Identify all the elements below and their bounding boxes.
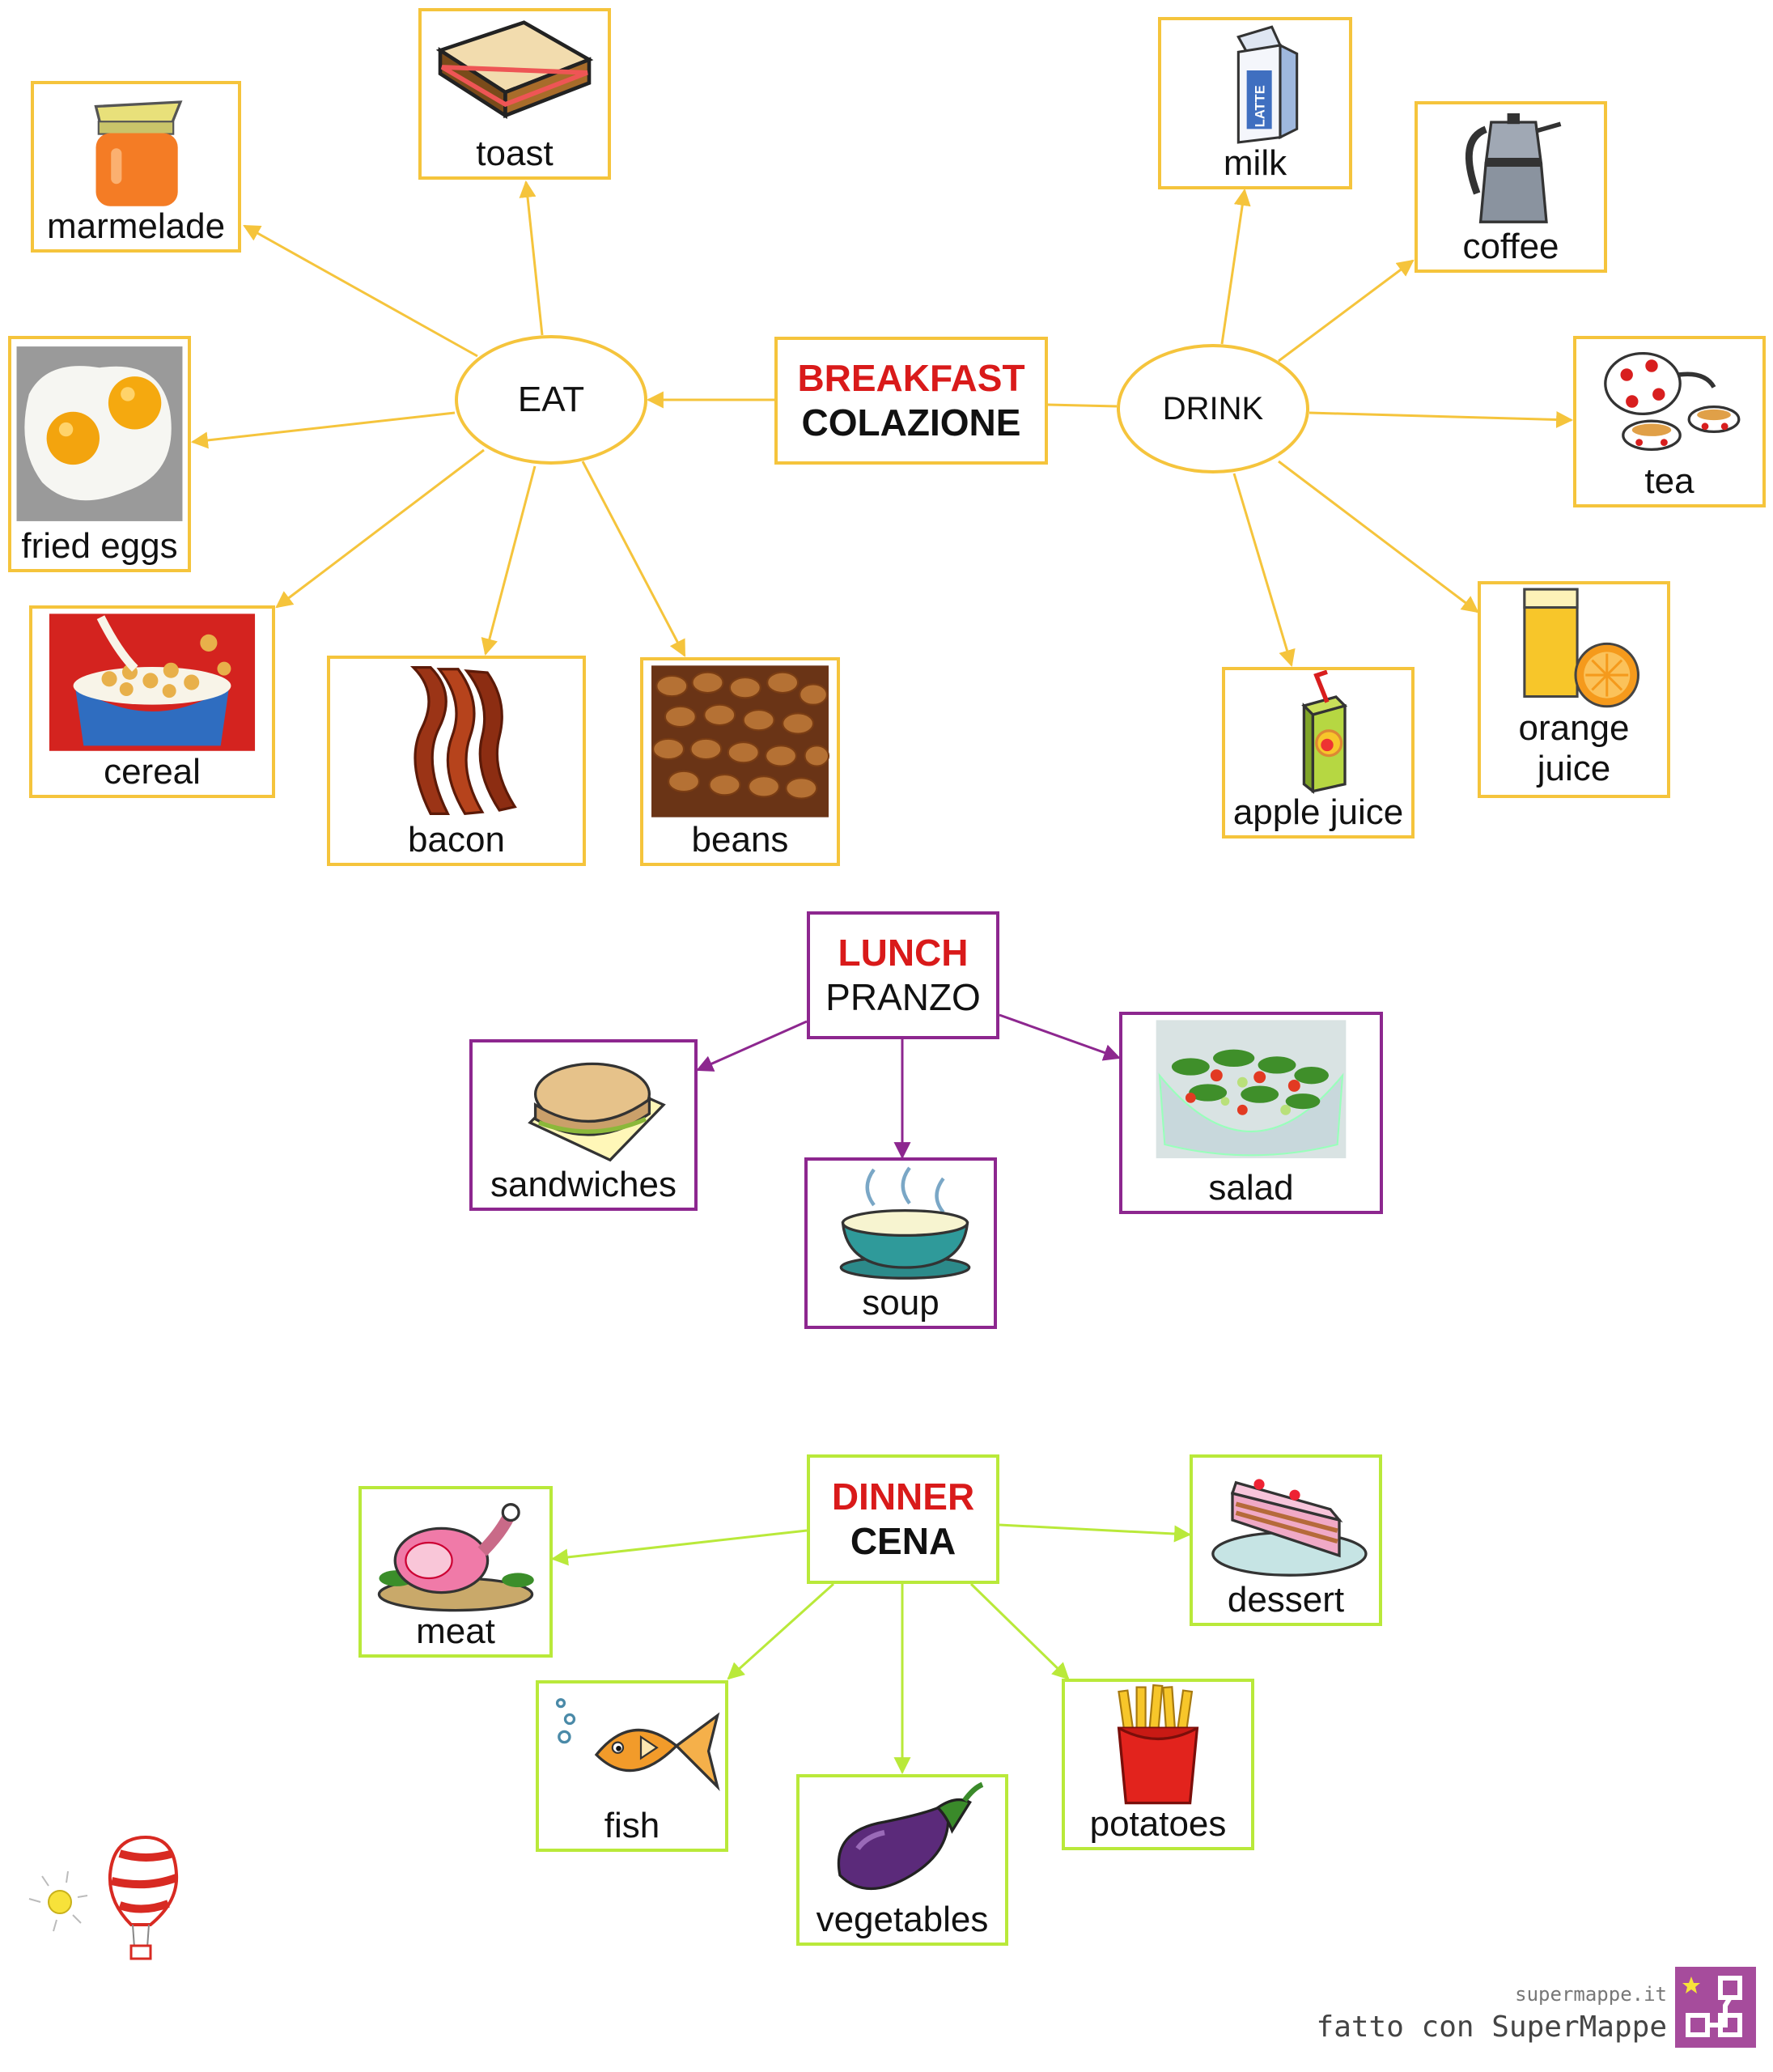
lunch-subtitle: PRANZO bbox=[825, 976, 981, 1018]
footer-site: supermappe.it bbox=[1515, 1983, 1667, 2006]
drink-label: DRINK bbox=[1162, 390, 1264, 427]
lunch-title: LUNCH bbox=[838, 931, 969, 974]
milk-label: milk bbox=[1223, 143, 1287, 183]
dessert-node: dessert bbox=[1190, 1454, 1382, 1626]
marmelade-label: marmelade bbox=[46, 206, 226, 246]
link-drink-orange-juice bbox=[1278, 460, 1479, 614]
apple-juice-node: apple juice bbox=[1222, 667, 1415, 839]
link-dinner-meat bbox=[550, 1529, 808, 1566]
orange-juice-node: orange juice bbox=[1478, 581, 1670, 798]
beans-label: beans bbox=[691, 820, 789, 860]
link-drink-coffee bbox=[1278, 259, 1415, 363]
milk-node: LATTE milk bbox=[1158, 17, 1352, 189]
balloon-icon bbox=[28, 1835, 179, 1960]
sandwich-icon bbox=[528, 1062, 666, 1162]
drink-node: DRINK bbox=[1117, 344, 1309, 473]
fish-icon bbox=[555, 1698, 720, 1791]
cake-slice-icon bbox=[1211, 1479, 1368, 1577]
link-eat-fried-eggs bbox=[190, 411, 456, 449]
vegetables-node: vegetables bbox=[796, 1774, 1008, 1946]
link-lunch-salad bbox=[999, 1013, 1121, 1061]
bacon-icon bbox=[409, 666, 517, 816]
coffee-pot-icon bbox=[1465, 113, 1562, 223]
supermappe-logo-icon bbox=[1675, 1967, 1756, 2048]
soup-label: soup bbox=[862, 1283, 940, 1323]
link-dinner-potatoes bbox=[969, 1582, 1070, 1680]
link-eat-bacon bbox=[481, 465, 537, 656]
salad-node: salad bbox=[1119, 1012, 1383, 1214]
ham-icon bbox=[377, 1503, 534, 1612]
juice-box-icon bbox=[1301, 670, 1348, 795]
beans-node: beans bbox=[640, 657, 840, 866]
cereal-label: cereal bbox=[104, 752, 201, 792]
meat-label: meat bbox=[416, 1611, 495, 1651]
potatoes-node: potatoes bbox=[1062, 1679, 1254, 1850]
french-fries-icon bbox=[1117, 1684, 1199, 1805]
orange-juice-icon bbox=[1523, 588, 1639, 708]
link-eat-beans bbox=[581, 461, 686, 657]
link-eat-toast bbox=[519, 180, 544, 336]
toast-label: toast bbox=[476, 134, 554, 173]
bacon-label: bacon bbox=[408, 820, 505, 860]
fish-node: fish bbox=[536, 1680, 728, 1852]
dinner-title: DINNER bbox=[831, 1475, 975, 1518]
footer-made-with: fatto con SuperMappe bbox=[1316, 2010, 1667, 2044]
salad-icon bbox=[1156, 1020, 1347, 1159]
footer-branding: supermappe.it fatto con SuperMappe bbox=[1317, 1967, 1756, 2056]
fried-eggs-icon bbox=[16, 346, 183, 521]
fish-label: fish bbox=[604, 1806, 660, 1845]
sandwiches-label: sandwiches bbox=[490, 1165, 677, 1204]
lunch-node: LUNCH PRANZO bbox=[807, 911, 999, 1039]
dessert-label: dessert bbox=[1227, 1580, 1345, 1620]
apple-juice-label: apple juice bbox=[1232, 792, 1404, 832]
meat-node: meat bbox=[358, 1486, 553, 1658]
link-eat-cereal bbox=[275, 448, 485, 609]
link-drink-tea bbox=[1309, 410, 1574, 428]
coffee-node: coffee bbox=[1415, 101, 1607, 273]
marmelade-node: marmelade bbox=[31, 81, 241, 253]
link-drink-milk bbox=[1220, 188, 1251, 345]
dinner-node: DINNER CENA bbox=[807, 1454, 999, 1584]
potatoes-label: potatoes bbox=[1089, 1804, 1227, 1844]
dinner-subtitle: CENA bbox=[850, 1520, 956, 1562]
soup-node: soup bbox=[804, 1157, 997, 1329]
jam-jar-icon bbox=[94, 100, 183, 206]
toast-icon bbox=[435, 20, 594, 119]
link-dinner-dessert bbox=[999, 1523, 1192, 1543]
fried-eggs-node: fried eggs bbox=[8, 336, 191, 572]
breakfast-title: BREAKFAST bbox=[797, 356, 1025, 399]
link-eat-marmelade bbox=[243, 224, 478, 358]
breakfast-subtitle: COLAZIONE bbox=[801, 401, 1021, 444]
link-breakfast-drink bbox=[1047, 403, 1118, 408]
link-dinner-fish bbox=[727, 1582, 835, 1680]
orange-juice-label: orange juice bbox=[1518, 707, 1630, 789]
eat-label: EAT bbox=[517, 380, 585, 419]
toast-node: toast bbox=[418, 8, 611, 180]
sandwiches-node: sandwiches bbox=[469, 1039, 698, 1211]
eggplant-icon bbox=[837, 1781, 984, 1891]
milk-carton-icon: LATTE bbox=[1236, 25, 1299, 144]
cereal-box-icon bbox=[49, 614, 256, 751]
vegetables-label: vegetables bbox=[816, 1900, 989, 1939]
coffee-label: coffee bbox=[1462, 227, 1559, 266]
breakfast-node: BREAKFAST COLAZIONE bbox=[774, 337, 1048, 465]
salad-label: salad bbox=[1208, 1168, 1294, 1208]
fried-eggs-label: fried eggs bbox=[21, 526, 178, 566]
link-drink-apple-juice bbox=[1232, 473, 1296, 668]
cereal-node: cereal bbox=[29, 605, 275, 798]
tea-label: tea bbox=[1644, 461, 1695, 501]
teapot-icon bbox=[1604, 351, 1741, 452]
milk-carton-text: LATTE bbox=[1252, 85, 1267, 127]
tea-node: tea bbox=[1573, 336, 1766, 507]
bacon-node: bacon bbox=[327, 656, 586, 866]
beans-icon bbox=[651, 665, 830, 817]
soup-bowl-icon bbox=[839, 1166, 971, 1280]
eat-node: EAT bbox=[455, 335, 647, 465]
link-lunch-sandwiches bbox=[696, 1020, 808, 1072]
